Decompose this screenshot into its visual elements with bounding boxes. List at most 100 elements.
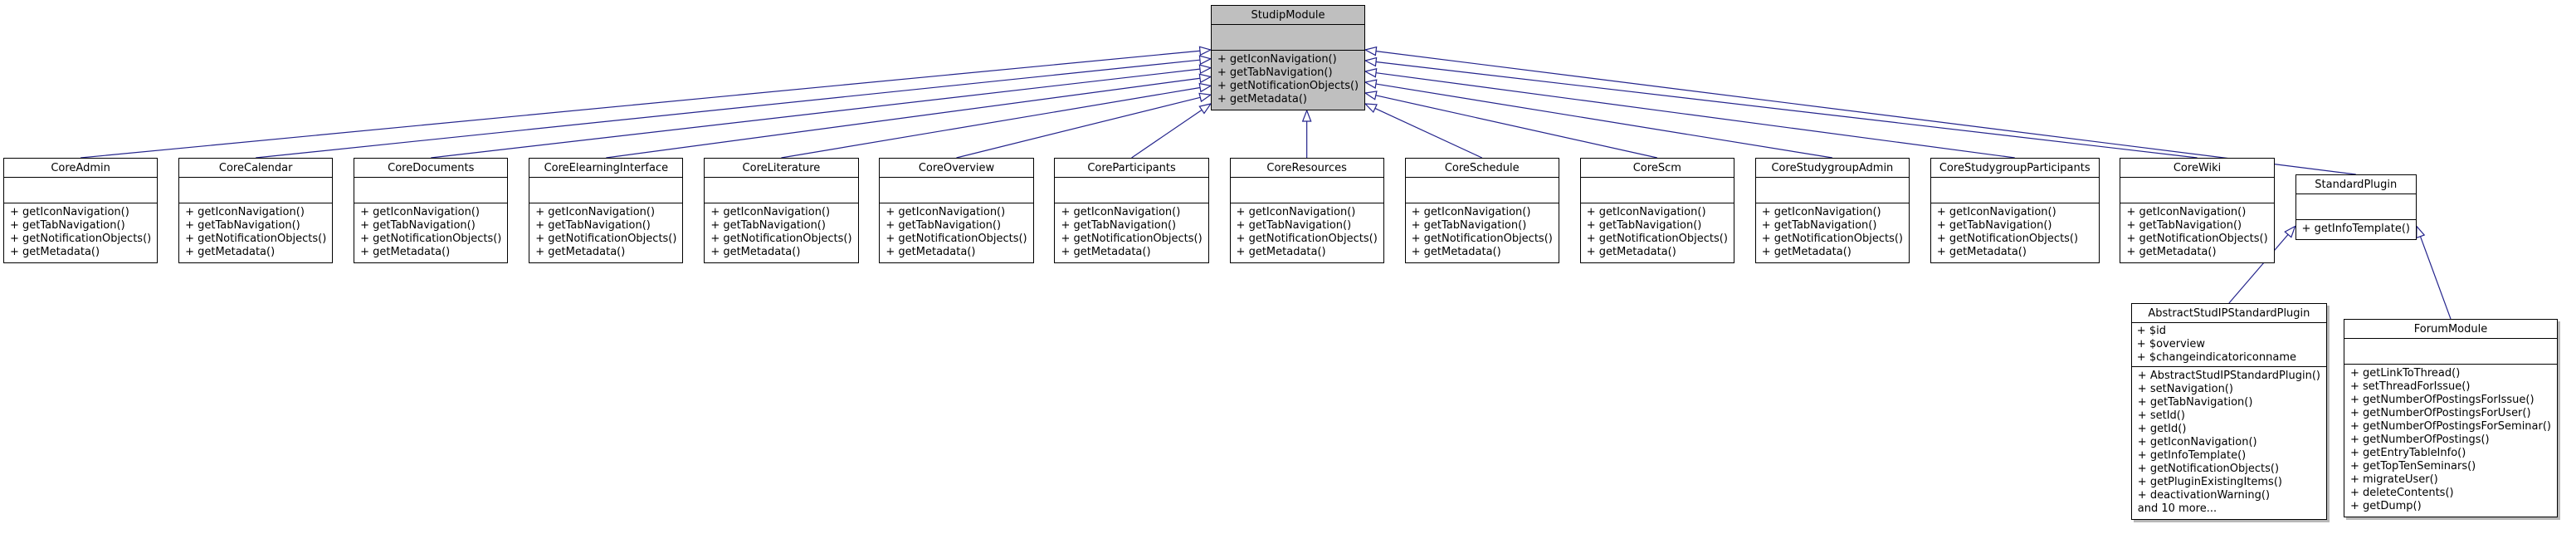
class-methods-section: + getIconNavigation()+ getTabNavigation(… [1756, 203, 1909, 262]
class-attributes-section [1405, 178, 1559, 203]
class-methods-section: + getIconNavigation()+ getTabNavigation(… [4, 203, 157, 262]
class-method: + AbstractStudIPStandardPlugin() [2137, 370, 2320, 382]
class-method: + migrateUser() [2349, 473, 2438, 486]
class-method: + getMetadata() [1411, 246, 1501, 258]
class-method: + getNotificationObjects() [535, 233, 677, 245]
class-attributes-section [2344, 339, 2557, 365]
inheritance-arrowhead [1198, 64, 1212, 75]
class-method: + getNotificationObjects() [1586, 233, 1728, 245]
inheritance-arrowhead [1364, 79, 1378, 89]
inheritance-edge-line [781, 86, 1201, 159]
class-title: CoreWiki [2120, 159, 2274, 178]
class-title: CoreLiterature [705, 159, 858, 178]
class-title: StandardPlugin [2295, 175, 2416, 194]
inheritance-arrowhead [1364, 56, 1378, 67]
class-method: + getIconNavigation() [1411, 206, 1531, 218]
class-method: + getPluginExistingItems() [2137, 476, 2282, 488]
class-method: + getIconNavigation() [1236, 206, 1356, 218]
inheritance-edge-line [1375, 51, 2356, 175]
class-method: + getTabNavigation() [1217, 66, 1333, 79]
inheritance-arrowhead [1198, 92, 1212, 103]
class-method: + getTabNavigation() [1061, 219, 1177, 232]
class-title: CoreCalendar [179, 159, 333, 178]
class-box-CoreAdmin[interactable]: CoreAdmin+ getIconNavigation()+ getTabNa… [3, 158, 159, 263]
class-method: + getTabNavigation() [10, 219, 125, 232]
class-title: CoreDocuments [354, 159, 508, 178]
class-method: + getTabNavigation() [886, 219, 1002, 232]
class-method: + getTabNavigation() [360, 219, 476, 232]
class-method: + getNumberOfPostingsForIssue() [2349, 394, 2535, 406]
class-methods-section: + getIconNavigation()+ getTabNavigation(… [1931, 203, 2099, 262]
class-method: + getTabNavigation() [710, 219, 826, 232]
class-box-CoreStudygroupParticipants[interactable]: CoreStudygroupParticipants+ getIconNavig… [1930, 158, 2100, 263]
class-method: + getMetadata() [1061, 246, 1151, 258]
class-method: + deactivationWarning() [2137, 489, 2271, 502]
class-title: CoreElearningInterface [529, 159, 683, 178]
class-method: + getNotificationObjects() [2137, 463, 2280, 475]
class-method: + getInfoTemplate() [2137, 449, 2247, 462]
class-method: + getNotificationObjects() [2126, 233, 2268, 245]
class-attribute: + $id [2136, 325, 2166, 337]
class-box-CoreParticipants[interactable]: CoreParticipants+ getIconNavigation()+ g… [1054, 158, 1209, 263]
class-method: + getIconNavigation() [10, 206, 129, 218]
class-method: + getNumberOfPostingsForSeminar() [2349, 420, 2551, 433]
class-method: + getIconNavigation() [185, 206, 305, 218]
class-method: + getNotificationObjects() [1761, 233, 1903, 245]
class-method: + getMetadata() [710, 246, 801, 258]
class-attributes-section [705, 178, 858, 203]
class-box-CoreCalendar[interactable]: CoreCalendar + getIconNavigation()+ getTa… [178, 158, 334, 263]
class-methods-section: + AbstractStudIPStandardPlugin()+ setNav… [2132, 367, 2326, 519]
class-method: + getNumberOfPostingsForUser() [2349, 407, 2531, 419]
inheritance-arrowhead [2284, 225, 2296, 238]
class-box-StandardPlugin[interactable]: StandardPlugin + getInfoTemplate() [2295, 174, 2417, 240]
class-method: + getDump() [2349, 500, 2422, 512]
class-method: + getMetadata() [2126, 246, 2217, 258]
class-method: + getMetadata() [886, 246, 976, 258]
class-box-CoreResources[interactable]: CoreResources+ getIconNavigation()+ getT… [1229, 158, 1384, 263]
class-method: + getMetadata() [1761, 246, 1852, 258]
class-methods-section: + getIconNavigation()+ getTabNavigation(… [1055, 203, 1208, 262]
class-title: CoreScm [1580, 159, 1734, 178]
class-box-CoreDocuments[interactable]: CoreDocuments+ getIconNavigation()+ getT… [354, 158, 509, 263]
class-attributes-section [2120, 178, 2274, 203]
inheritance-arrowhead [1364, 91, 1378, 100]
inheritance-edge-line [1375, 95, 1657, 159]
class-methods-section: + getIconNavigation()+ getTabNavigation(… [705, 203, 857, 262]
class-attributes-section [1211, 25, 1365, 51]
inheritance-arrowhead [1364, 67, 1378, 78]
inheritance-edge-line [1375, 61, 2198, 159]
class-box-StudipModule[interactable]: StudipModule+ getIconNavigation()+ getTa… [1210, 5, 1366, 110]
class-box-ForumModule[interactable]: ForumModule+ getLinkToThread()+ setThrea… [2343, 319, 2558, 517]
class-method: + getIconNavigation() [886, 206, 1006, 218]
class-attributes-section [2295, 194, 2416, 220]
class-method: + getIconNavigation() [2137, 436, 2257, 448]
class-methods-section: + getIconNavigation()+ getTabNavigation(… [179, 203, 332, 262]
class-attributes-section [1930, 178, 2099, 203]
class-box-CoreStudygroupAdmin[interactable]: CoreStudygroupAdmin + getIconNavigation()… [1754, 158, 1910, 263]
class-title: CoreStudygroupAdmin [1755, 159, 1909, 178]
class-method: + getNotificationObjects() [185, 233, 327, 245]
class-method: + getIconNavigation() [2126, 206, 2247, 218]
class-method: and 10 more... [2137, 502, 2217, 515]
class-title: CoreResources [1230, 159, 1383, 178]
class-box-CoreElearningInterface[interactable]: CoreElearningInterface + getIconNavigatio… [529, 158, 684, 263]
class-methods-section: + getIconNavigation()+ getTabNavigation(… [529, 203, 682, 262]
class-box-CoreScm[interactable]: CoreScm+ getIconNavigation()+ getTabNavi… [1579, 158, 1734, 263]
class-method: + getInfoTemplate() [2301, 223, 2410, 235]
class-attribute: + $changeindicatoriconname [2136, 351, 2296, 364]
class-method: + getIconNavigation() [1936, 206, 2056, 218]
class-method: + setId() [2137, 409, 2185, 422]
class-attributes-section [1580, 178, 1734, 203]
class-box-CoreOverview[interactable]: CoreOverview + getIconNavigation()+ getTa… [879, 158, 1034, 263]
class-method: + getIconNavigation() [1061, 206, 1181, 218]
class-box-AbstractStudIPStandardPlugin[interactable]: AbstractStudIPStandardPlugin+ $id+ $over… [2130, 303, 2327, 520]
class-title: CoreOverview [880, 159, 1033, 178]
class-box-CoreSchedule[interactable]: CoreSchedule+ getIconNavigation()+ getTa… [1404, 158, 1559, 263]
class-method: + getMetadata() [10, 246, 100, 258]
inheritance-edge-line [1375, 72, 2015, 159]
class-method: + getTabNavigation() [2126, 219, 2242, 232]
class-box-CoreLiterature[interactable]: CoreLiterature + getIconNavigation()+ get… [704, 158, 859, 263]
class-methods-section: + getIconNavigation()+ getTabNavigation(… [1406, 203, 1559, 262]
class-attributes-section [354, 178, 508, 203]
class-box-CoreWiki[interactable]: CoreWiki + getIconNavigation()+ getTabNav… [2120, 158, 2275, 263]
